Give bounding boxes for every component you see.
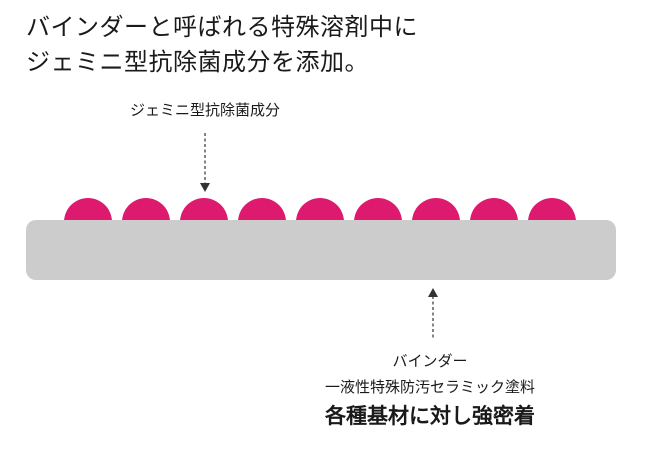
antibacterial-particle (354, 198, 402, 222)
binder-layer (26, 220, 616, 280)
arrowhead-down (200, 183, 210, 192)
heading-line-1: バインダーと呼ばれる特殊溶剤中に (26, 13, 418, 41)
arrowhead-up (428, 288, 438, 297)
particle-pointer-arrow (200, 133, 210, 192)
antibacterial-particle (122, 198, 170, 222)
antibacterial-particles (64, 198, 576, 222)
adhesion-claim: 各種基材に対し強密着 (325, 404, 535, 428)
antibacterial-particle (412, 198, 460, 222)
antibacterial-particle (470, 198, 518, 222)
heading-line-2: ジェミニ型抗除菌成分を添加。 (26, 48, 369, 76)
antibacterial-particle (64, 198, 112, 222)
binder-label: バインダー (392, 352, 468, 370)
antibacterial-particle (180, 198, 228, 222)
antibacterial-particle (296, 198, 344, 222)
antibacterial-particle (528, 198, 576, 222)
heading: バインダーと呼ばれる特殊溶剤中に ジェミニ型抗除菌成分を添加。 (26, 10, 418, 80)
binder-type-label: 一液性特殊防汚セラミック塗料 (324, 378, 535, 396)
antibacterial-component-label: ジェミニ型抗除菌成分 (129, 101, 280, 119)
antibacterial-particle (238, 198, 286, 222)
binder-pointer-arrow (428, 288, 438, 340)
binder-annotation: バインダー 一液性特殊防汚セラミック塗料 各種基材に対し強密着 (300, 350, 560, 430)
